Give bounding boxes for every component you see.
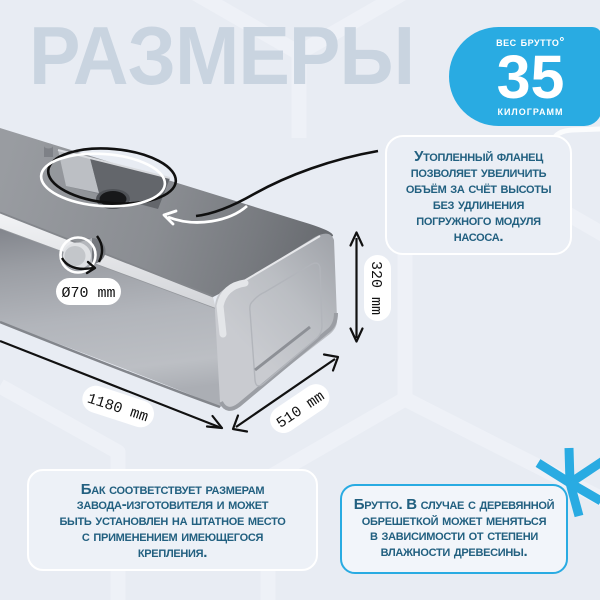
svg-text:320 mm: 320 mm <box>367 261 384 315</box>
svg-text:Ø70 mm: Ø70 mm <box>61 285 115 302</box>
